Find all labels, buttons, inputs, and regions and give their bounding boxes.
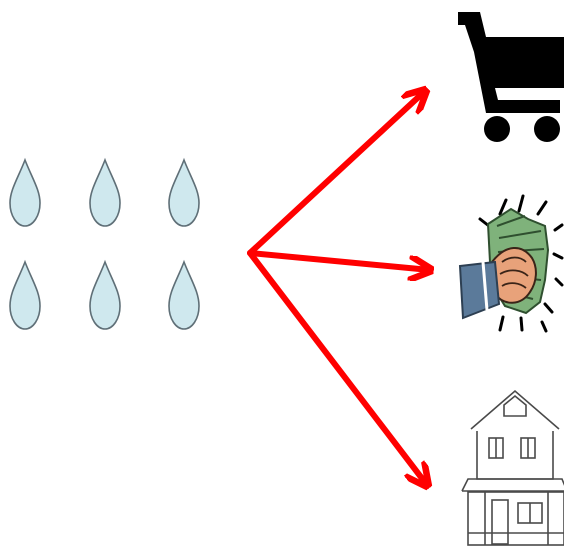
shopping-cart-icon <box>458 12 564 142</box>
water-drop-icon <box>168 259 200 330</box>
water-drop-icon <box>168 157 200 227</box>
arrow-to-cart <box>247 91 425 256</box>
water-drop-icon <box>9 259 41 330</box>
water-drop-icon <box>89 259 121 330</box>
cash-in-hand-icon <box>458 194 564 333</box>
arrow-to-house <box>247 250 427 485</box>
house-icon <box>461 389 564 546</box>
water-drop-icon <box>9 157 41 227</box>
arrow-to-money <box>247 250 430 270</box>
arrows <box>247 91 430 485</box>
water-drop-icon <box>89 157 121 227</box>
water-drops <box>9 157 200 330</box>
